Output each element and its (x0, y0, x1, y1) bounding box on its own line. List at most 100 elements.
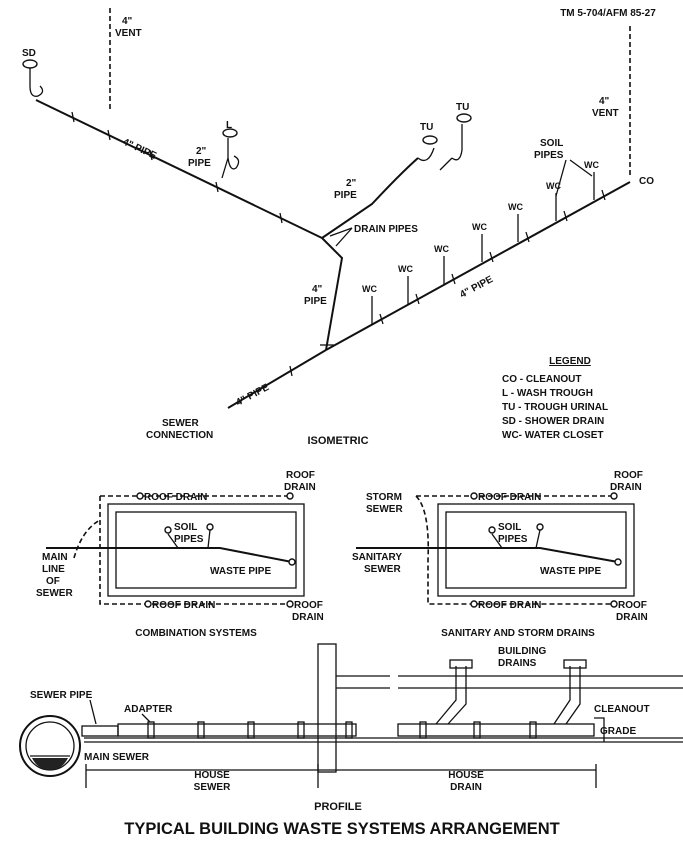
urinal-trap-a (417, 147, 435, 162)
label-house-drain-2: DRAIN (450, 782, 482, 793)
combination-roof-drain-top: ROOF DRAIN (144, 492, 207, 503)
dimension-lines (85, 764, 597, 788)
combination-roof-drain-bottom-marker (144, 600, 152, 608)
combination-roof-drain-top-marker (136, 492, 144, 500)
shower-drain-trap (29, 68, 44, 97)
building-drain-riser-a (435, 666, 467, 725)
sanitary-roof-drain-corner-top-1: ROOF (614, 470, 643, 481)
label-house-sewer-2: SEWER (194, 782, 231, 793)
label-wc-4: WC (472, 222, 487, 232)
sanitary-caption: SANITARY AND STORM DRAINS (441, 628, 595, 639)
legend-item-wc: WC- WATER CLOSET (502, 430, 603, 441)
vent-right-size: 4" (599, 96, 610, 107)
sanitary-storm-plan: STORM SEWER ROOF DRAIN ROOF DRAIN SOIL P… (352, 470, 648, 639)
shower-drain-fixture (22, 59, 38, 69)
legend-item-l: L - WASH TROUGH (502, 388, 593, 399)
vent-left-label: VENT (115, 28, 142, 39)
combination-storm-link (73, 519, 101, 559)
label-sewer: SEWER (162, 418, 199, 429)
storm-sewer-2: SEWER (366, 504, 403, 515)
sanitary-roof-drain-top: ROOF DRAIN (478, 492, 541, 503)
combination-soil-risers (167, 529, 211, 549)
sewer-pipe-stub (81, 725, 119, 737)
doc-reference: TM 5-704/AFM 85-27 (560, 8, 656, 19)
sheet-title: TYPICAL BUILDING WASTE SYSTEMS ARRANGEME… (124, 820, 559, 838)
label-4in-size-vertical: 4" (312, 284, 323, 295)
upper-branch-pipe (35, 99, 323, 239)
sanitary-waste-pipe: WASTE PIPE (540, 566, 601, 577)
legend: LEGEND CO - CLEANOUT L - WASH TROUGH TU … (502, 356, 608, 441)
label-main-4in-pipe: 4" PIPE (458, 274, 495, 301)
main-sewer-flow (32, 758, 68, 770)
label-house-sewer-1: HOUSE (194, 770, 230, 781)
legend-item-co: CO - CLEANOUT (502, 374, 581, 385)
label-sd: SD (22, 48, 36, 59)
combination-roof-drain-corner-top-marker (286, 492, 294, 500)
drain-pipes-leader (329, 227, 353, 247)
combination-soil-label-2: PIPES (174, 534, 204, 545)
wash-trough-trap (221, 138, 240, 179)
combination-roof-drain-corner-bottom-marker (286, 600, 294, 608)
grade-line (84, 737, 683, 743)
sanitary-roof-drain-corner-top-marker (610, 492, 618, 500)
label-connection: CONNECTION (146, 430, 213, 441)
label-wc-6: WC (546, 181, 561, 191)
sanitary-building-inner (445, 511, 627, 589)
label-grade: GRADE (600, 726, 636, 737)
wash-trough-fixture (222, 128, 238, 138)
combination-roof-drain-line (99, 495, 290, 605)
label-wc-1: WC (362, 284, 377, 294)
combination-building-inner (115, 511, 297, 589)
label-2in-size-mid: 2" (346, 178, 357, 189)
combination-roof-drain-corner-bottom-1: ROOF (294, 600, 323, 611)
house-drain-pipe (397, 723, 595, 737)
water-closet-risers (371, 172, 595, 324)
label-4in-pipe-vertical: PIPE (304, 296, 327, 307)
building-wall (317, 643, 337, 773)
label-2in-size-left: 2" (196, 146, 207, 157)
combination-building-outer (107, 503, 305, 597)
two-inch-pipe (321, 157, 419, 239)
label-sewer-pipe: SEWER PIPE (30, 690, 93, 701)
label-2in-pipe-left: PIPE (188, 158, 211, 169)
legend-item-sd: SD - SHOWER DRAIN (502, 416, 604, 427)
sanitary-building-outer (437, 503, 635, 597)
building-drain-riser-b (553, 666, 581, 725)
sanitary-soil-label-1: SOIL (498, 522, 521, 533)
sanitary-main-line (356, 547, 619, 563)
label-cleanout: CLEANOUT (594, 704, 650, 715)
label-soil: SOIL (540, 138, 563, 149)
urinal-trap-b (439, 124, 463, 171)
pipe-fittings (71, 111, 606, 377)
combination-main-2: LINE (42, 564, 65, 575)
trough-urinal-fixture-b (456, 113, 472, 123)
sanitary-soil-risers (491, 529, 541, 549)
sanitary-sewer-2: SEWER (364, 564, 401, 575)
label-wc-7: WC (584, 160, 599, 170)
combination-waste-pipe: WASTE PIPE (210, 566, 271, 577)
combination-systems-plan: ROOF DRAIN ROOF DRAIN SOIL PIPES MAIN LI… (36, 470, 324, 639)
label-tu-b: TU (456, 102, 469, 113)
combination-roof-drain-corner-top-1: ROOF (286, 470, 315, 481)
building-floor-slab (336, 675, 683, 689)
sanitary-roof-drain-top-marker (470, 492, 478, 500)
building-drain-hub-b (563, 659, 587, 669)
label-building: BUILDING (498, 646, 547, 657)
legend-item-tu: TU - TROUGH URINAL (502, 402, 608, 413)
cleanout-fitting (594, 717, 605, 742)
isometric-heading: ISOMETRIC (307, 435, 368, 447)
profile-view: SEWER PIPE ADAPTER MAIN SEWER BUILDING D… (19, 643, 683, 813)
combination-caption: COMBINATION SYSTEMS (135, 628, 257, 639)
label-l: L (226, 120, 232, 131)
label-co: CO (639, 176, 654, 187)
combination-waste-fixture (288, 558, 296, 566)
label-drains: DRAINS (498, 658, 537, 669)
sewer-connection-pipe (227, 349, 327, 409)
sanitary-roof-drain-bottom-marker (470, 600, 478, 608)
label-2in-pipe-mid: PIPE (334, 190, 357, 201)
main-horizontal-pipe (325, 181, 631, 351)
sanitary-soil-fixture-b (536, 523, 544, 531)
vent-right-label: VENT (592, 108, 619, 119)
main-sewer-outer (19, 715, 81, 777)
